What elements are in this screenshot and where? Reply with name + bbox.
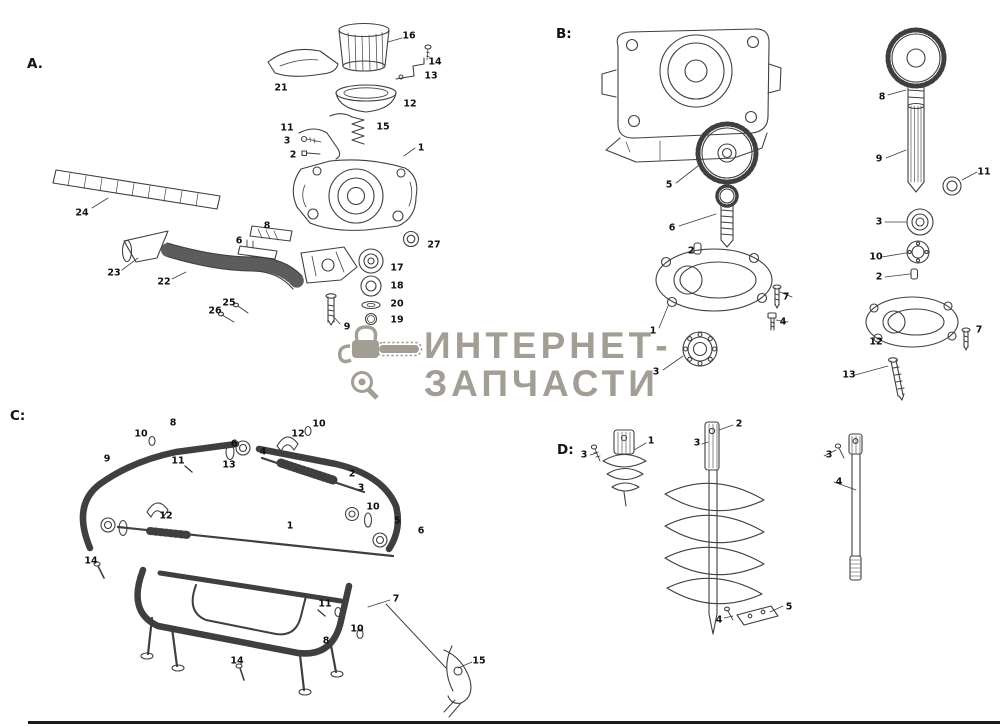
part-clamps-12 [146,436,299,518]
part-ribbed-hose-22 [161,242,305,290]
part-carburetor-body-1 [292,159,418,231]
part-screws-14-11 [93,465,326,681]
part-bearing-10 [906,240,930,264]
part-end-caps-10 [148,425,364,640]
part-bolt-13 [887,357,905,401]
bottom-border-line [28,721,1000,724]
part-gear-8 [885,27,947,107]
part-pin-2 [693,242,702,255]
part-throttle-lever-15 [385,603,472,718]
part-mount-bracket [300,246,358,284]
part-bearing-3-right [906,208,934,236]
part-gearbox-housing-1 [655,248,773,312]
part-plates-8-6 [237,225,293,260]
section-c-label: C: [10,408,26,424]
part-handle-tube-24 [52,169,221,210]
part-lever-21 [267,48,339,77]
assembly-c-drawing [79,425,473,718]
part-bearing-27 [402,230,420,248]
assembly-a-drawing [52,22,432,326]
part-spring-15 [329,113,365,145]
part-auger-head-1 [602,429,647,507]
part-auger-2 [664,421,765,635]
watermark-line-2: ЗАПЧАСТИ [424,363,659,404]
part-wire-3 [298,128,341,160]
part-screws-25-26 [217,302,249,323]
part-output-shaft-9 [907,102,925,193]
part-pinion-shaft-6 [715,184,739,248]
chainsaw-icon [337,325,423,400]
part-screws-11-2 [300,135,322,157]
part-gear-5 [695,121,759,185]
part-bearing-3 [682,331,718,367]
part-handlebar-left [79,440,240,552]
part-pin-2-right [910,268,919,280]
part-cover-plate-12 [865,296,959,348]
part-cone-grip-23 [121,230,169,263]
watermark-line-1: ИНТЕРНЕТ- [424,325,672,366]
part-grip-shaft [260,456,366,494]
assembly-d-drawing [589,421,863,635]
part-bolt-9 [325,293,337,326]
section-d-label: D: [557,442,574,458]
part-blade-5 [736,605,779,626]
part-axle-shaft-1 [116,525,395,558]
part-lower-frame [134,566,353,696]
part-bolt-4 [767,312,777,331]
part-extension-shaft-4 [848,433,863,581]
part-bracket-13-14 [395,44,432,80]
part-bearing-11 [942,176,962,196]
part-bolt-7-right [961,327,971,351]
part-screw-3-right [834,443,845,459]
part-bowl-12 [335,84,397,113]
watermark-text: ИНТЕРНЕТ- ЗАПЧАСТИ [424,327,672,403]
assembly-b-drawing [601,27,978,401]
part-bearings-17-18-20-19 [358,248,384,326]
part-screw-4-blade [724,606,734,621]
part-handlebar-right [255,445,402,553]
part-screw-3-left [590,444,601,462]
part-cup-16 [338,22,390,72]
part-bearing-clusters [100,440,388,548]
part-bolt-7 [772,284,782,309]
section-a-label: A. [27,56,43,72]
section-b-label: B: [556,26,572,42]
